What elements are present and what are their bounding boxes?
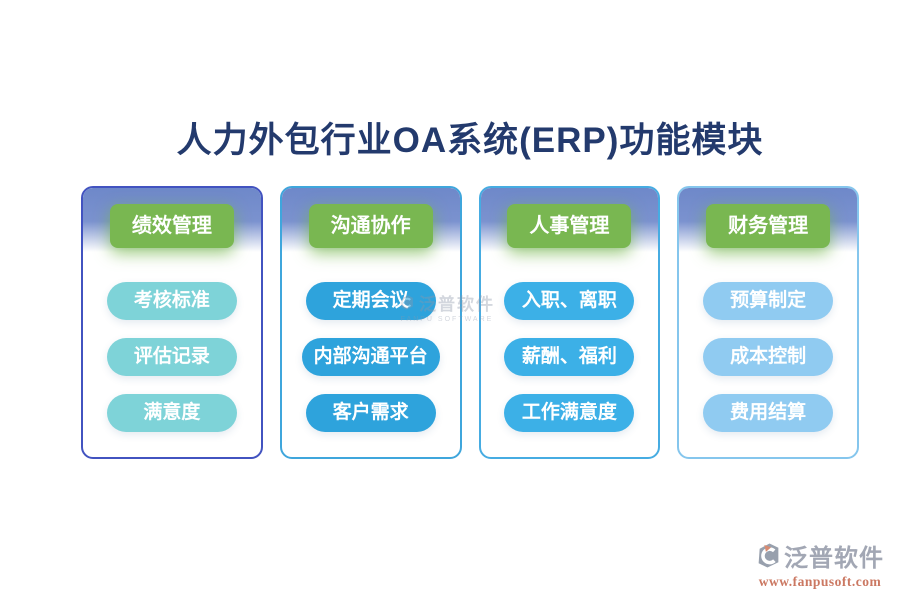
fanpu-logo-icon <box>758 543 779 568</box>
module-item-pill: 定期会议 <box>305 282 436 320</box>
module-title-badge: 绩效管理 <box>109 204 234 248</box>
module-card-finance: 财务管理 预算制定 成本控制 费用结算 <box>677 186 859 459</box>
module-card-communication: 沟通协作 定期会议 内部沟通平台 客户需求 <box>279 186 462 459</box>
module-item-pill: 满意度 <box>106 394 237 432</box>
module-item-pill: 薪酬、福利 <box>504 338 635 376</box>
module-item-pill: 考核标准 <box>106 282 237 320</box>
page-title: 人力外包行业OA系统(ERP)功能模块 <box>176 121 764 160</box>
modules-container: 绩效管理 考核标准 评估记录 满意度 沟通协作 定期会议 内部沟通平台 客户需求… <box>81 186 859 459</box>
module-title-badge: 财务管理 <box>706 204 831 248</box>
module-items: 入职、离职 薪酬、福利 工作满意度 <box>481 282 659 432</box>
footer-url: www.fanpusoft.com <box>758 574 882 589</box>
module-item-pill: 入职、离职 <box>504 282 635 320</box>
footer-brand-name: 泛普软件 <box>784 545 884 572</box>
module-title-badge: 沟通协作 <box>308 204 433 248</box>
module-item-pill: 评估记录 <box>106 338 237 376</box>
module-item-pill: 费用结算 <box>703 394 834 432</box>
module-card-performance: 绩效管理 考核标准 评估记录 满意度 <box>81 186 263 459</box>
footer-logo: 泛普软件 www.fanpusoft.com <box>756 538 884 590</box>
module-items: 预算制定 成本控制 费用结算 <box>679 282 857 432</box>
module-item-pill: 预算制定 <box>703 282 834 320</box>
module-item-pill: 成本控制 <box>703 338 834 376</box>
module-item-pill: 内部沟通平台 <box>301 338 440 376</box>
module-items: 定期会议 内部沟通平台 客户需求 <box>282 282 460 432</box>
module-item-pill: 客户需求 <box>305 394 436 432</box>
module-title-badge: 人事管理 <box>507 204 632 248</box>
module-card-hr: 人事管理 入职、离职 薪酬、福利 工作满意度 <box>478 186 661 459</box>
module-items: 考核标准 评估记录 满意度 <box>83 282 261 432</box>
module-item-pill: 工作满意度 <box>504 394 635 432</box>
